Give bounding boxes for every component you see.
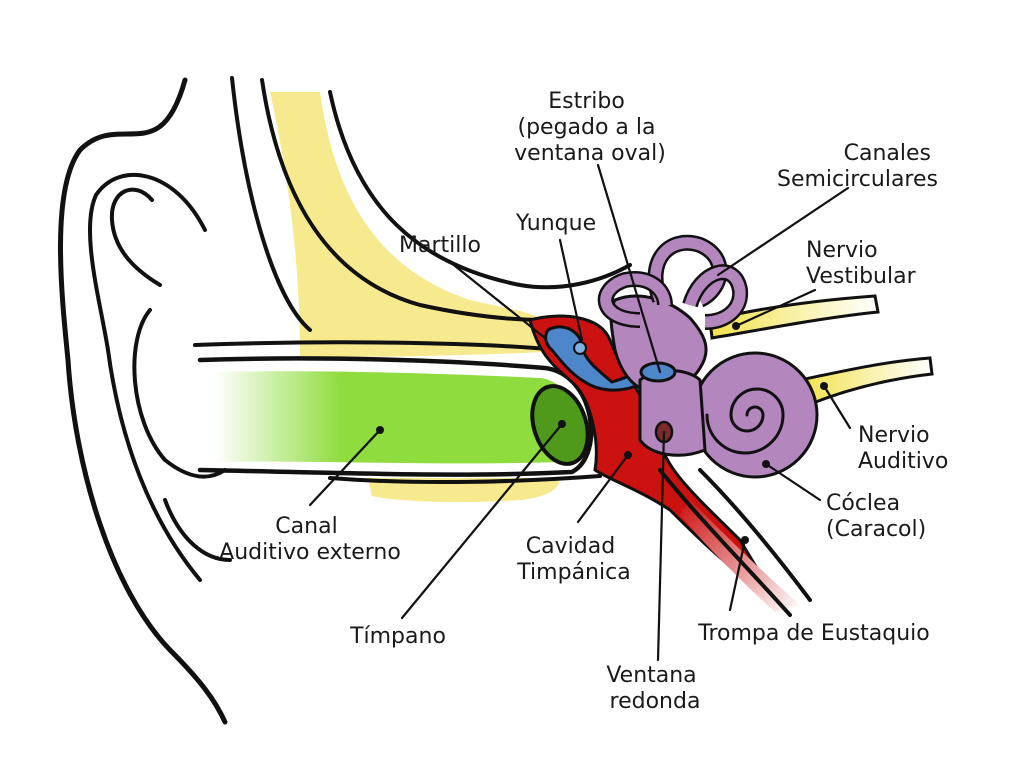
label-canales-semicirculares: Canales Semicirculares [777,141,938,192]
label-yunque: Yunque [515,211,596,236]
label-estribo: Estribo (pegado a la ventana oval) [514,89,666,166]
pinna [58,77,232,725]
label-timpano: Tímpano [349,624,446,649]
label-nervio-vestibular: Nervio Vestibular [806,238,917,289]
external-auditory-canal [193,340,602,485]
label-trompa-de-eustaquio: Trompa de Eustaquio [697,621,929,646]
label-nervio-auditivo: Nervio Auditivo [858,423,948,474]
label-martillo: Martillo [399,233,481,258]
label-ventana-redonda: Ventana redonda [606,663,703,714]
label-cavidad-timpanica: Cavidad Timpánica [516,534,630,585]
inner-ear [597,234,934,479]
label-canal-auditivo-externo: Canal Auditivo externo [219,514,401,565]
label-coclea: Cóclea (Caracol) [826,491,926,542]
leader-lines [308,163,852,662]
